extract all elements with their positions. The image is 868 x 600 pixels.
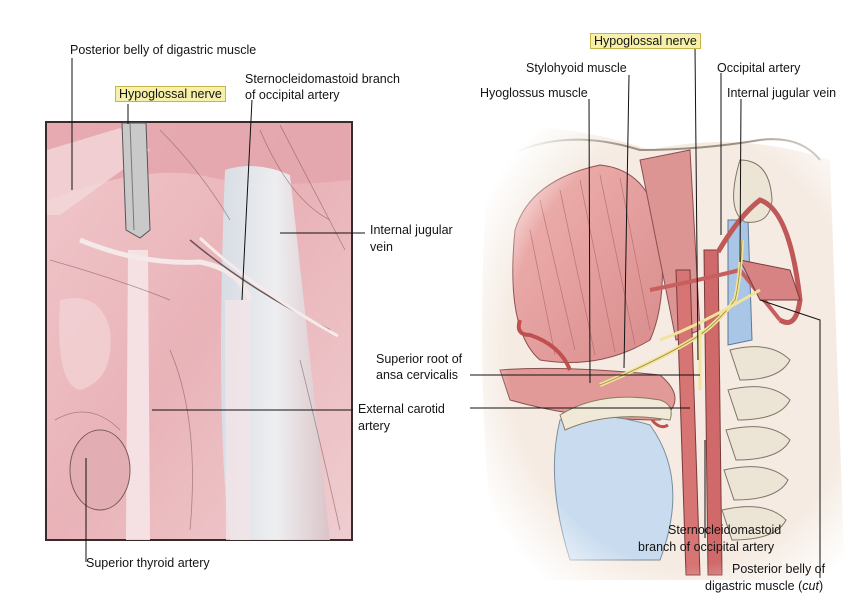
label-eca-1: External carotid	[358, 402, 445, 416]
label-scm-branch-left-2: of occipital artery	[245, 88, 340, 102]
label-hyoglossus: Hyoglossus muscle	[480, 86, 588, 100]
neck-illustration	[470, 110, 860, 590]
label-eca-2: artery	[358, 419, 390, 433]
label-post-belly-right-1: Posterior belly of	[732, 562, 826, 576]
label-hypoglossal-left: Hypoglossal nerve	[115, 86, 226, 102]
label-posterior-belly-left: Posterior belly of digastric muscle	[70, 43, 257, 57]
label-sup-root-1: Superior root of	[376, 352, 463, 366]
leader-lines	[71, 47, 821, 578]
label-ijv-left-1: Internal jugular	[370, 223, 453, 237]
label-scm-branch-right-2: branch of occipital artery	[638, 540, 775, 554]
dissection-photo	[45, 121, 353, 541]
label-occipital-artery: Occipital artery	[717, 61, 801, 75]
label-post-belly-right-2-pre: digastric muscle (	[705, 579, 803, 593]
label-post-belly-right-2-post: )	[818, 579, 824, 593]
label-scm-branch-left-1: Sternocleidomastoid branch	[245, 72, 400, 86]
label-ijv-left-2: vein	[370, 240, 393, 254]
label-hypoglossal-right: Hypoglossal nerve	[590, 33, 701, 49]
label-sup-root-2: ansa cervicalis	[376, 368, 458, 382]
label-stylohyoid: Stylohyoid muscle	[526, 61, 627, 75]
label-post-belly-right-2: digastric muscle (cut)	[705, 579, 823, 594]
label-post-belly-right-2-em: cut	[802, 579, 819, 593]
label-sup-thyroid: Superior thyroid artery	[86, 556, 210, 570]
label-scm-branch-right-1: Sternocleidomastoid	[668, 523, 782, 537]
label-ijv-right: Internal jugular vein	[727, 86, 837, 100]
